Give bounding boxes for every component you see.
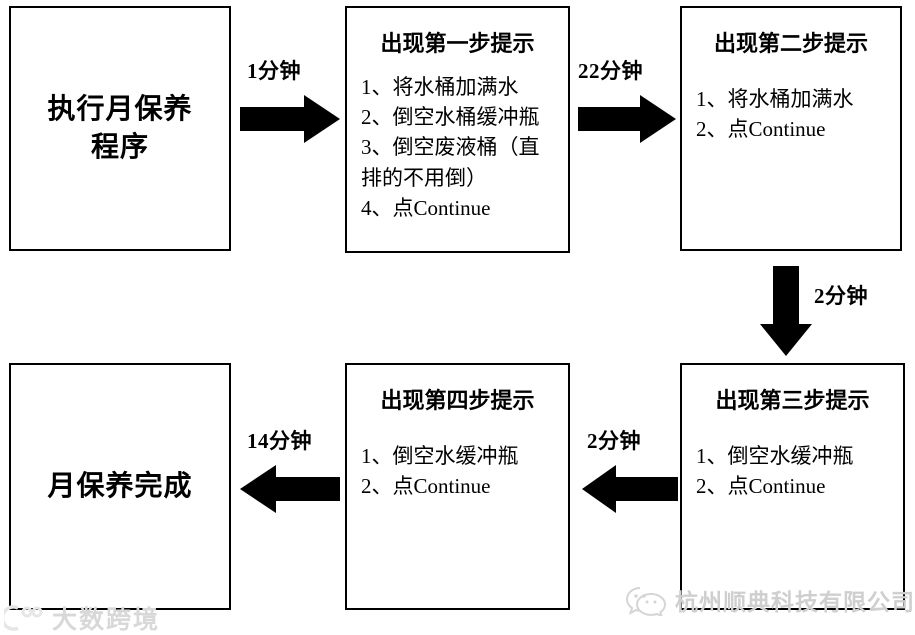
node-start-label: 执行月保养 程序 — [47, 91, 192, 167]
node-step1[interactable]: 出现第一步提示 1、将水桶加满水 2、倒空水桶缓冲瓶 3、倒空废液桶（直排的不用… — [345, 6, 570, 253]
node-step2-steps: 1、将水桶加满水 2、点Continue — [696, 84, 886, 145]
node-start-body: 执行月保养 程序 — [11, 8, 229, 249]
node-step3-step-1: 1、倒空水缓冲瓶 — [696, 443, 854, 468]
arrow-right-icon — [578, 95, 676, 148]
node-start-label-line2: 程序 — [90, 131, 149, 163]
arrow-label-14分钟: 14分钟 — [247, 429, 312, 453]
node-step4[interactable]: 出现第四步提示 1、倒空水缓冲瓶 2、点Continue — [345, 363, 570, 610]
wechat-logo-icon — [625, 584, 667, 618]
arrow-step1-to-step2: 22分钟 — [578, 55, 680, 155]
node-step3[interactable]: 出现第三步提示 1、倒空水缓冲瓶 2、点Continue — [680, 363, 905, 610]
node-step1-step-4: 4、点Continue — [361, 196, 491, 221]
node-step4-steps: 1、倒空水缓冲瓶 2、点Continue — [361, 441, 554, 502]
node-step4-title: 出现第四步提示 — [380, 388, 535, 413]
arrow-left-icon — [582, 465, 678, 518]
arrow-step3-to-step4: 2分钟 — [582, 425, 682, 525]
node-step4-step-2: 2、点Continue — [361, 473, 491, 498]
node-end[interactable]: 月保养完成 — [9, 363, 231, 610]
node-step2-body: 出现第二步提示 1、将水桶加满水 2、点Continue — [682, 8, 900, 144]
node-end-label: 月保养完成 — [47, 470, 193, 502]
node-step1-step-2: 2、倒空水桶缓冲瓶 — [361, 104, 540, 129]
arrow-down-icon — [760, 266, 812, 361]
node-step4-step-1: 1、倒空水缓冲瓶 — [361, 443, 519, 468]
node-step1-steps: 1、将水桶加满水 2、倒空水桶缓冲瓶 3、倒空废液桶（直排的不用倒） 4、点Co… — [361, 72, 554, 224]
node-step3-steps: 1、倒空水缓冲瓶 2、点Continue — [696, 441, 889, 502]
node-start[interactable]: 执行月保养 程序 — [9, 6, 231, 251]
arrow-step2-to-step3: 2分钟 — [760, 266, 890, 358]
arrow-left-icon — [240, 465, 340, 518]
node-step2[interactable]: 出现第二步提示 1、将水桶加满水 2、点Continue — [680, 6, 902, 251]
node-step1-step-3: 3、倒空废液桶（直排的不用倒） — [361, 135, 540, 190]
arrow-label-2分钟-vertical: 2分钟 — [814, 284, 868, 308]
arrow-label-2分钟: 2分钟 — [587, 429, 641, 453]
node-step4-body: 出现第四步提示 1、倒空水缓冲瓶 2、点Continue — [347, 365, 568, 501]
arrow-label-22分钟: 22分钟 — [578, 59, 643, 83]
node-step2-step-2: 2、点Continue — [696, 116, 826, 141]
arrow-label-1分钟: 1分钟 — [247, 59, 301, 83]
node-end-body: 月保养完成 — [11, 365, 229, 608]
node-step1-body: 出现第一步提示 1、将水桶加满水 2、倒空水桶缓冲瓶 3、倒空废液桶（直排的不用… — [347, 8, 568, 224]
node-step2-step-1: 1、将水桶加满水 — [696, 86, 854, 111]
arrow-step4-to-end: 14分钟 — [240, 425, 345, 525]
node-step3-title: 出现第三步提示 — [715, 388, 870, 413]
node-step3-step-2: 2、点Continue — [696, 473, 826, 498]
arrow-right-icon — [240, 95, 340, 148]
arrow-start-to-step1: 1分钟 — [240, 55, 345, 155]
node-step3-body: 出现第三步提示 1、倒空水缓冲瓶 2、点Continue — [682, 365, 903, 501]
node-start-label-line1: 执行月保养 — [47, 93, 193, 125]
node-step1-step-1: 1、将水桶加满水 — [361, 74, 519, 99]
node-step1-title: 出现第一步提示 — [380, 31, 535, 56]
node-step2-title: 出现第二步提示 — [713, 31, 868, 56]
